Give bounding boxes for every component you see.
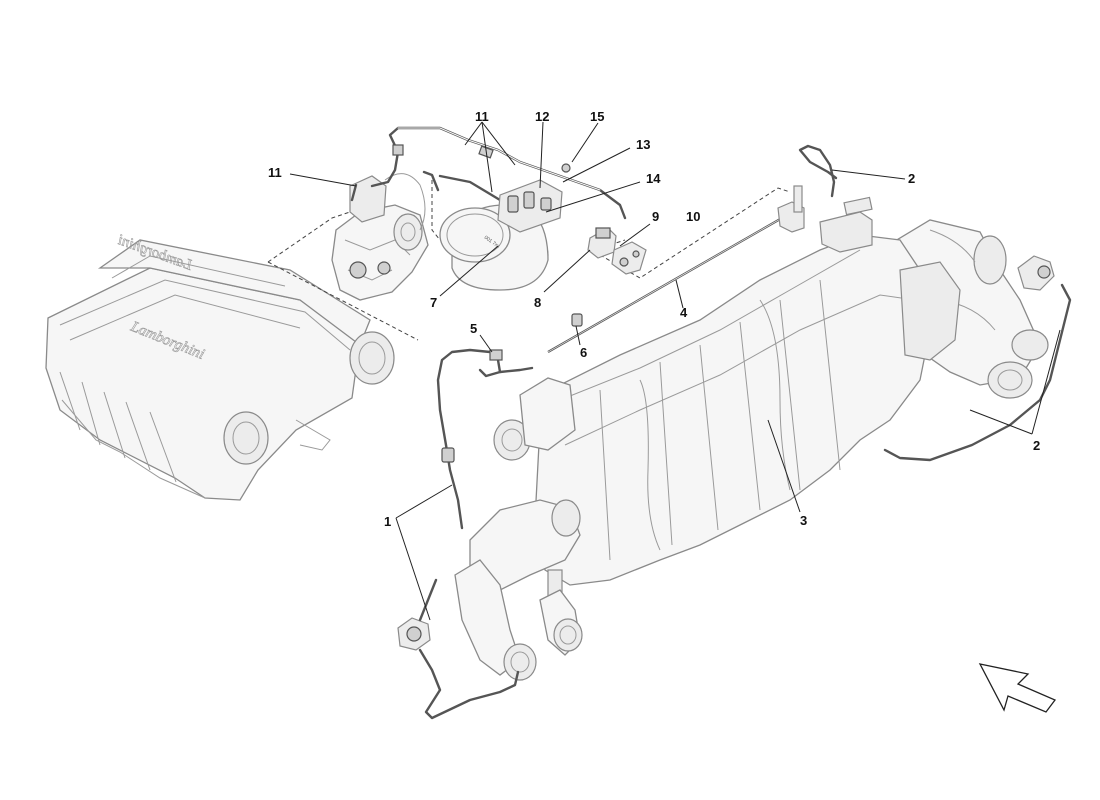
callout-4: 4 bbox=[680, 305, 688, 320]
fitting-5 bbox=[489, 349, 503, 361]
callout-2-right: 2 bbox=[1033, 438, 1040, 453]
callout-numbers: 11 11 12 15 13 14 9 10 8 7 4 6 5 2 2 3 1 bbox=[268, 109, 1040, 529]
connection-line-manifold-2 bbox=[267, 261, 419, 341]
callout-5: 5 bbox=[470, 321, 477, 336]
callout-15: 15 bbox=[590, 109, 604, 124]
callout-13: 13 bbox=[636, 137, 650, 152]
intake-manifold: Lamborghini Lamborghini bbox=[45, 232, 395, 501]
callout-2-top: 2 bbox=[908, 171, 915, 186]
callout-9: 9 bbox=[652, 209, 659, 224]
valve-bracket-block bbox=[497, 163, 571, 233]
callout-11-left: 11 bbox=[268, 165, 282, 180]
callout-11-top: 11 bbox=[475, 109, 489, 124]
callout-10: 10 bbox=[686, 209, 700, 224]
callout-8: 8 bbox=[534, 295, 541, 310]
hose-connector-1 bbox=[392, 144, 404, 156]
leader-lines bbox=[289, 121, 1061, 621]
valve-bracket bbox=[611, 241, 647, 275]
callout-14: 14 bbox=[646, 171, 661, 186]
solenoid-valve bbox=[587, 227, 617, 259]
vacuum-hose-routing bbox=[350, 126, 627, 220]
callout-1: 1 bbox=[384, 514, 391, 529]
rod-pipe bbox=[547, 185, 805, 353]
callout-7: 7 bbox=[430, 295, 437, 310]
left-sensor-line bbox=[436, 348, 534, 530]
arrow-icon bbox=[978, 663, 1057, 713]
callout-3: 3 bbox=[800, 513, 807, 528]
right-sensor-line bbox=[798, 144, 1072, 462]
callout-12: 12 bbox=[535, 109, 549, 124]
connection-line-fittings bbox=[431, 180, 441, 241]
callout-6: 6 bbox=[580, 345, 587, 360]
line-clip bbox=[441, 447, 455, 463]
clip-fitting bbox=[561, 163, 571, 173]
connection-line-manifold bbox=[267, 209, 357, 263]
exhaust-silencer bbox=[397, 196, 1055, 720]
throttle-valve-assembly bbox=[331, 173, 429, 301]
sensor-clip bbox=[571, 313, 583, 327]
